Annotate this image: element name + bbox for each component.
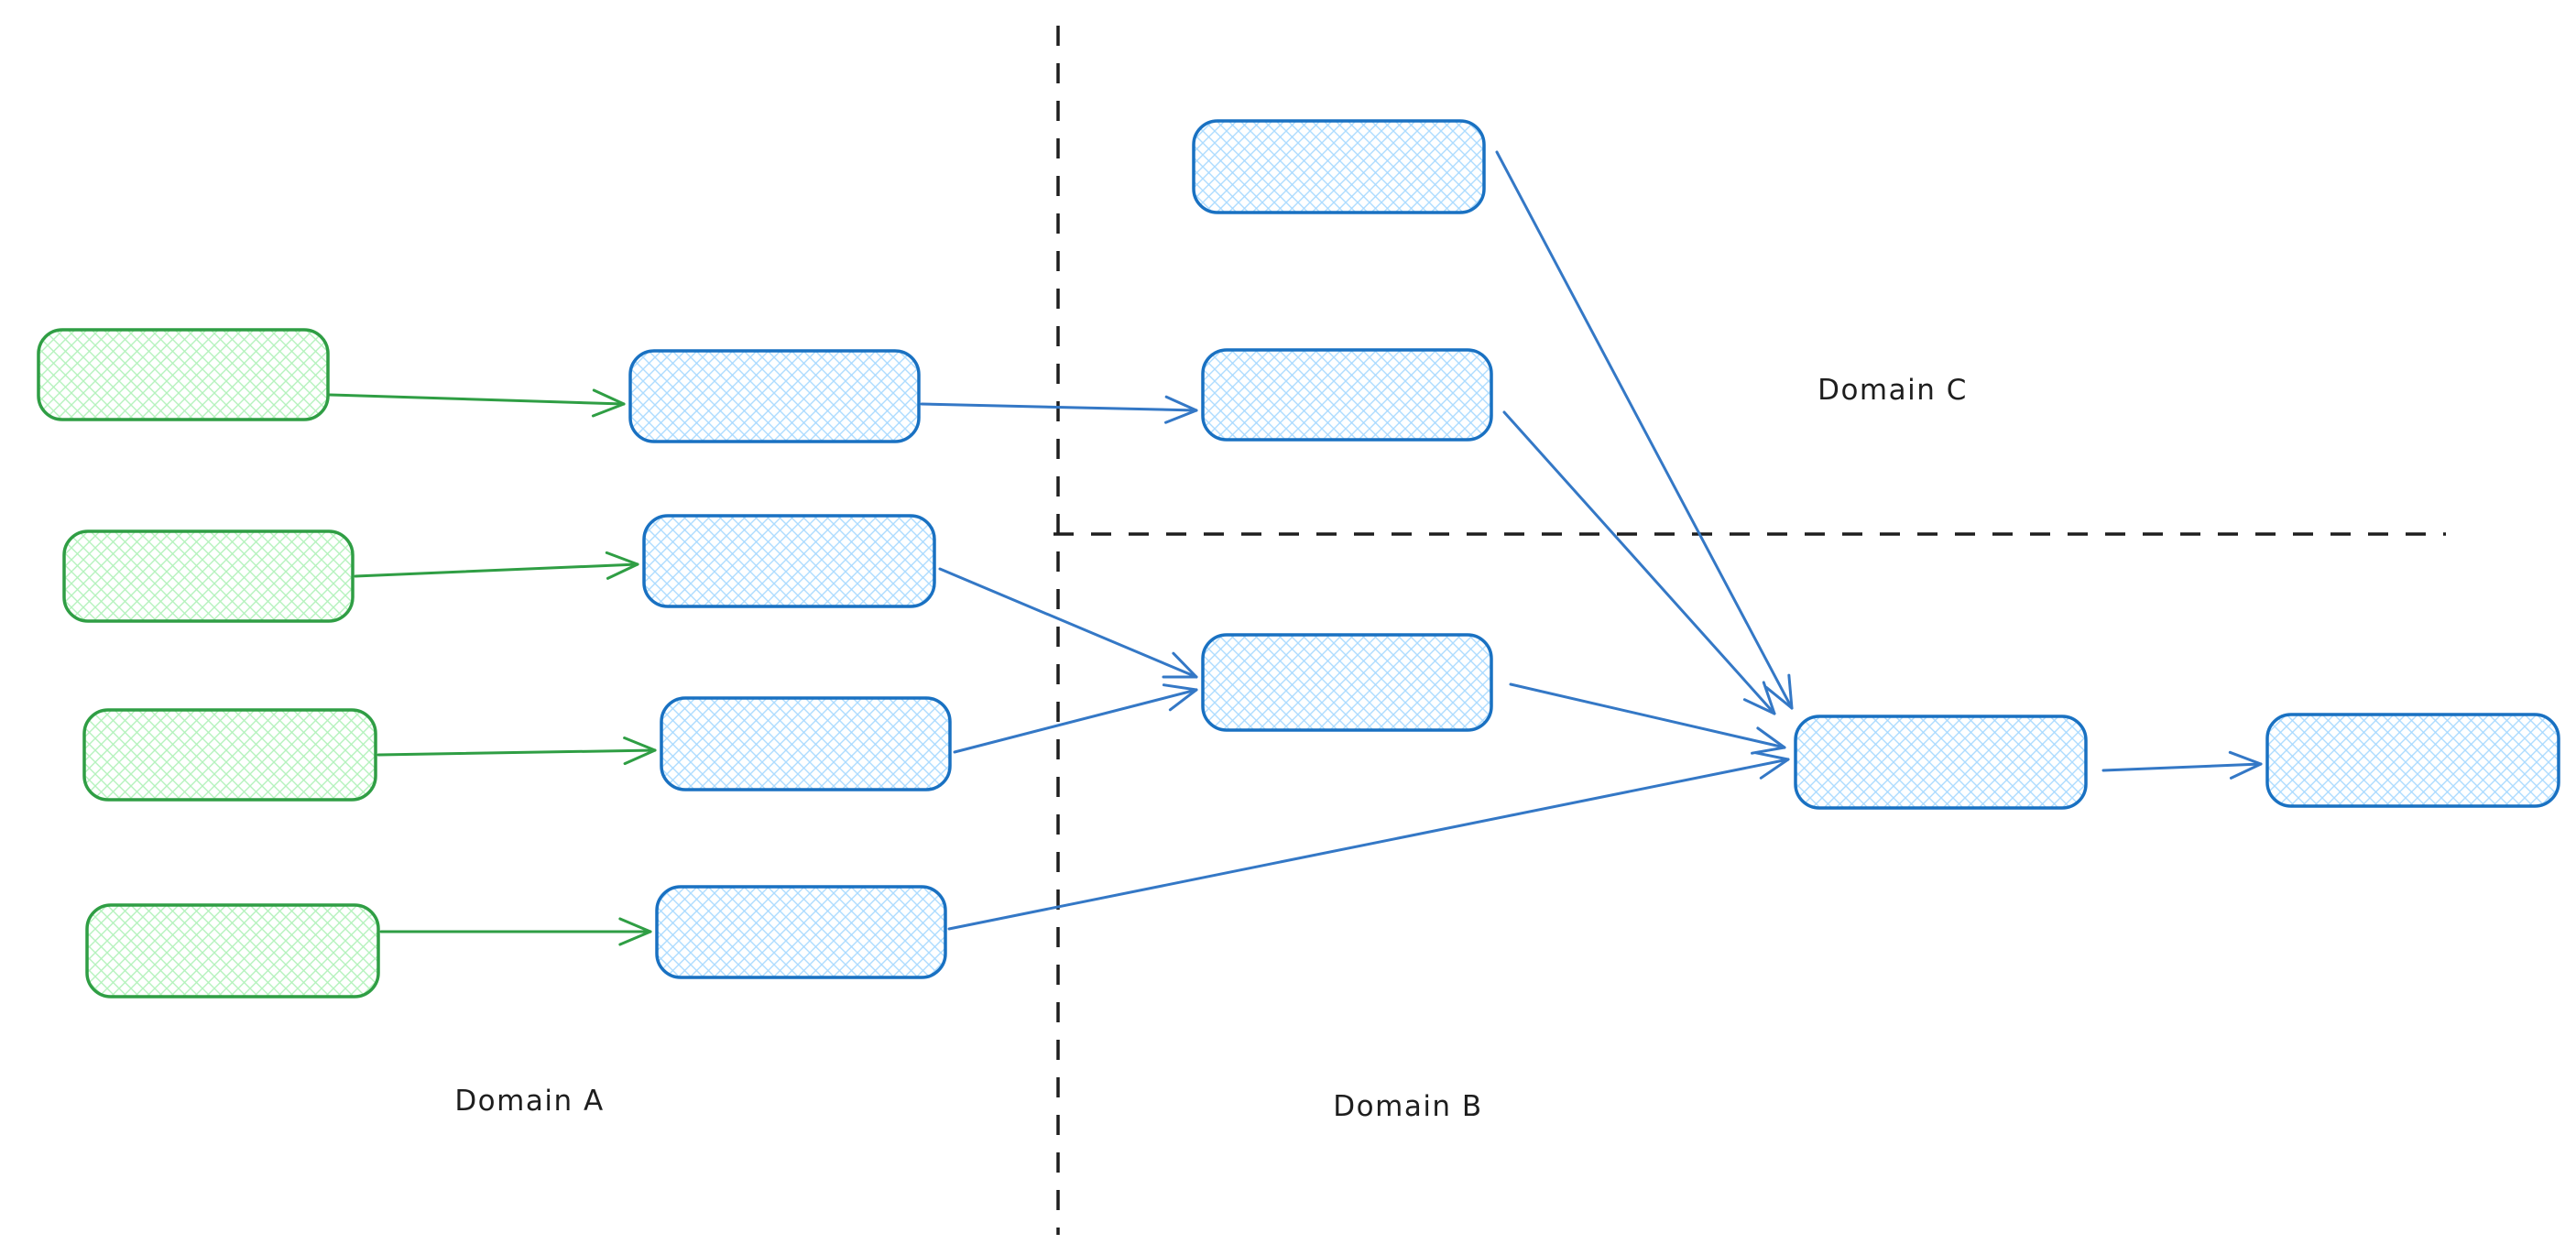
- arrow-shaft-a1-b2: [920, 402, 1198, 412]
- arrowhead-icon: [1742, 698, 1776, 715]
- arrow-shaft-g2-a2: [354, 562, 639, 578]
- arrow-b2-hub: [1502, 410, 1776, 715]
- arrowhead-icon: [606, 562, 639, 580]
- arrowhead-icon: [1172, 651, 1198, 679]
- arrowhead-icon: [1756, 726, 1786, 749]
- arrow-g4-a4: [379, 917, 652, 946]
- box-shape-green-2: [62, 529, 355, 623]
- arrowhead-icon: [1762, 681, 1776, 715]
- arrow-shaft-ctop-hub: [1495, 150, 1794, 710]
- arrowhead-icon: [618, 917, 652, 933]
- arrowhead-icon: [1162, 683, 1198, 692]
- arrowhead-icon: [1764, 685, 1794, 710]
- box-blue-a4: [655, 885, 947, 979]
- arrow-shaft-a4-hub: [947, 758, 1790, 931]
- label-layer: Domain A Domain B Domain C: [454, 374, 1968, 1123]
- box-green-2: [62, 529, 355, 623]
- box-shape-green-1: [37, 328, 330, 421]
- node-layer: [37, 119, 2560, 999]
- box-green-4: [85, 903, 380, 999]
- arrowhead-icon: [623, 737, 657, 752]
- arrow-shaft-b2-hub: [1502, 410, 1776, 715]
- arrow-shaft-hub-right: [2101, 762, 2263, 772]
- label-domain-a: Domain A: [454, 1085, 604, 1118]
- arrow-g1-a1: [328, 388, 626, 418]
- box-shape-blue-ctop: [1192, 119, 1486, 214]
- arrow-shaft-g3-a3: [377, 748, 657, 757]
- box-blue-a3: [660, 696, 952, 791]
- divider-layer: [1053, 26, 2446, 1235]
- arrowhead-icon: [605, 551, 639, 566]
- box-shape-blue-right: [2265, 713, 2560, 808]
- arrowhead-icon: [2228, 750, 2263, 766]
- arrow-a1-b2: [920, 395, 1198, 424]
- arrowhead-icon: [1751, 746, 1786, 755]
- box-shape-blue-hub: [1794, 715, 2088, 810]
- arrow-a4-hub: [947, 751, 1790, 931]
- box-blue-a2: [642, 514, 936, 608]
- arrow-g3-a3: [377, 737, 657, 766]
- arrow-a2-bmid: [938, 567, 1198, 679]
- box-shape-blue-a1: [628, 349, 921, 443]
- box-blue-right: [2265, 713, 2560, 808]
- label-domain-b: Domain B: [1333, 1090, 1482, 1123]
- box-shape-blue-a4: [655, 885, 947, 979]
- box-blue-ctop: [1192, 119, 1486, 214]
- arrowhead-icon: [1787, 673, 1794, 710]
- arrowhead-icon: [1759, 758, 1790, 780]
- arrowhead-icon: [1168, 688, 1198, 712]
- box-green-1: [37, 328, 330, 421]
- box-shape-blue-a3: [660, 696, 952, 791]
- arrow-a3-bmid: [953, 683, 1198, 754]
- arrow-shaft-a2-bmid: [938, 567, 1198, 679]
- box-green-3: [82, 708, 377, 802]
- arrowhead-icon: [1164, 395, 1198, 412]
- arrowhead-icon: [618, 930, 652, 946]
- box-shape-green-4: [85, 903, 380, 999]
- arrow-ctop-hub: [1495, 150, 1794, 710]
- arrow-shaft-a3-bmid: [953, 688, 1198, 754]
- arrowhead-icon: [2229, 762, 2263, 780]
- arrowhead-icon: [591, 402, 626, 418]
- arrow-g2-a2: [354, 551, 639, 580]
- box-blue-a1: [628, 349, 921, 443]
- box-shape-blue-a2: [642, 514, 936, 608]
- arrowhead-icon: [1754, 751, 1790, 761]
- box-shape-green-3: [82, 708, 377, 802]
- arrowhead-icon: [1164, 409, 1198, 424]
- arrow-hub-right: [2101, 750, 2263, 780]
- arrow-shaft-g1-a1: [328, 393, 626, 406]
- label-domain-c: Domain C: [1817, 374, 1968, 407]
- box-blue-bmid: [1201, 633, 1493, 732]
- arrow-bmid-hub: [1509, 682, 1786, 755]
- box-blue-b2: [1201, 348, 1493, 442]
- arrowhead-icon: [592, 388, 626, 406]
- edge-layer: [328, 150, 2263, 946]
- box-shape-blue-b2: [1201, 348, 1493, 442]
- box-shape-blue-bmid: [1201, 633, 1493, 732]
- box-blue-hub: [1794, 715, 2088, 810]
- arrow-shaft-bmid-hub: [1509, 682, 1786, 749]
- arrowhead-icon: [623, 748, 657, 766]
